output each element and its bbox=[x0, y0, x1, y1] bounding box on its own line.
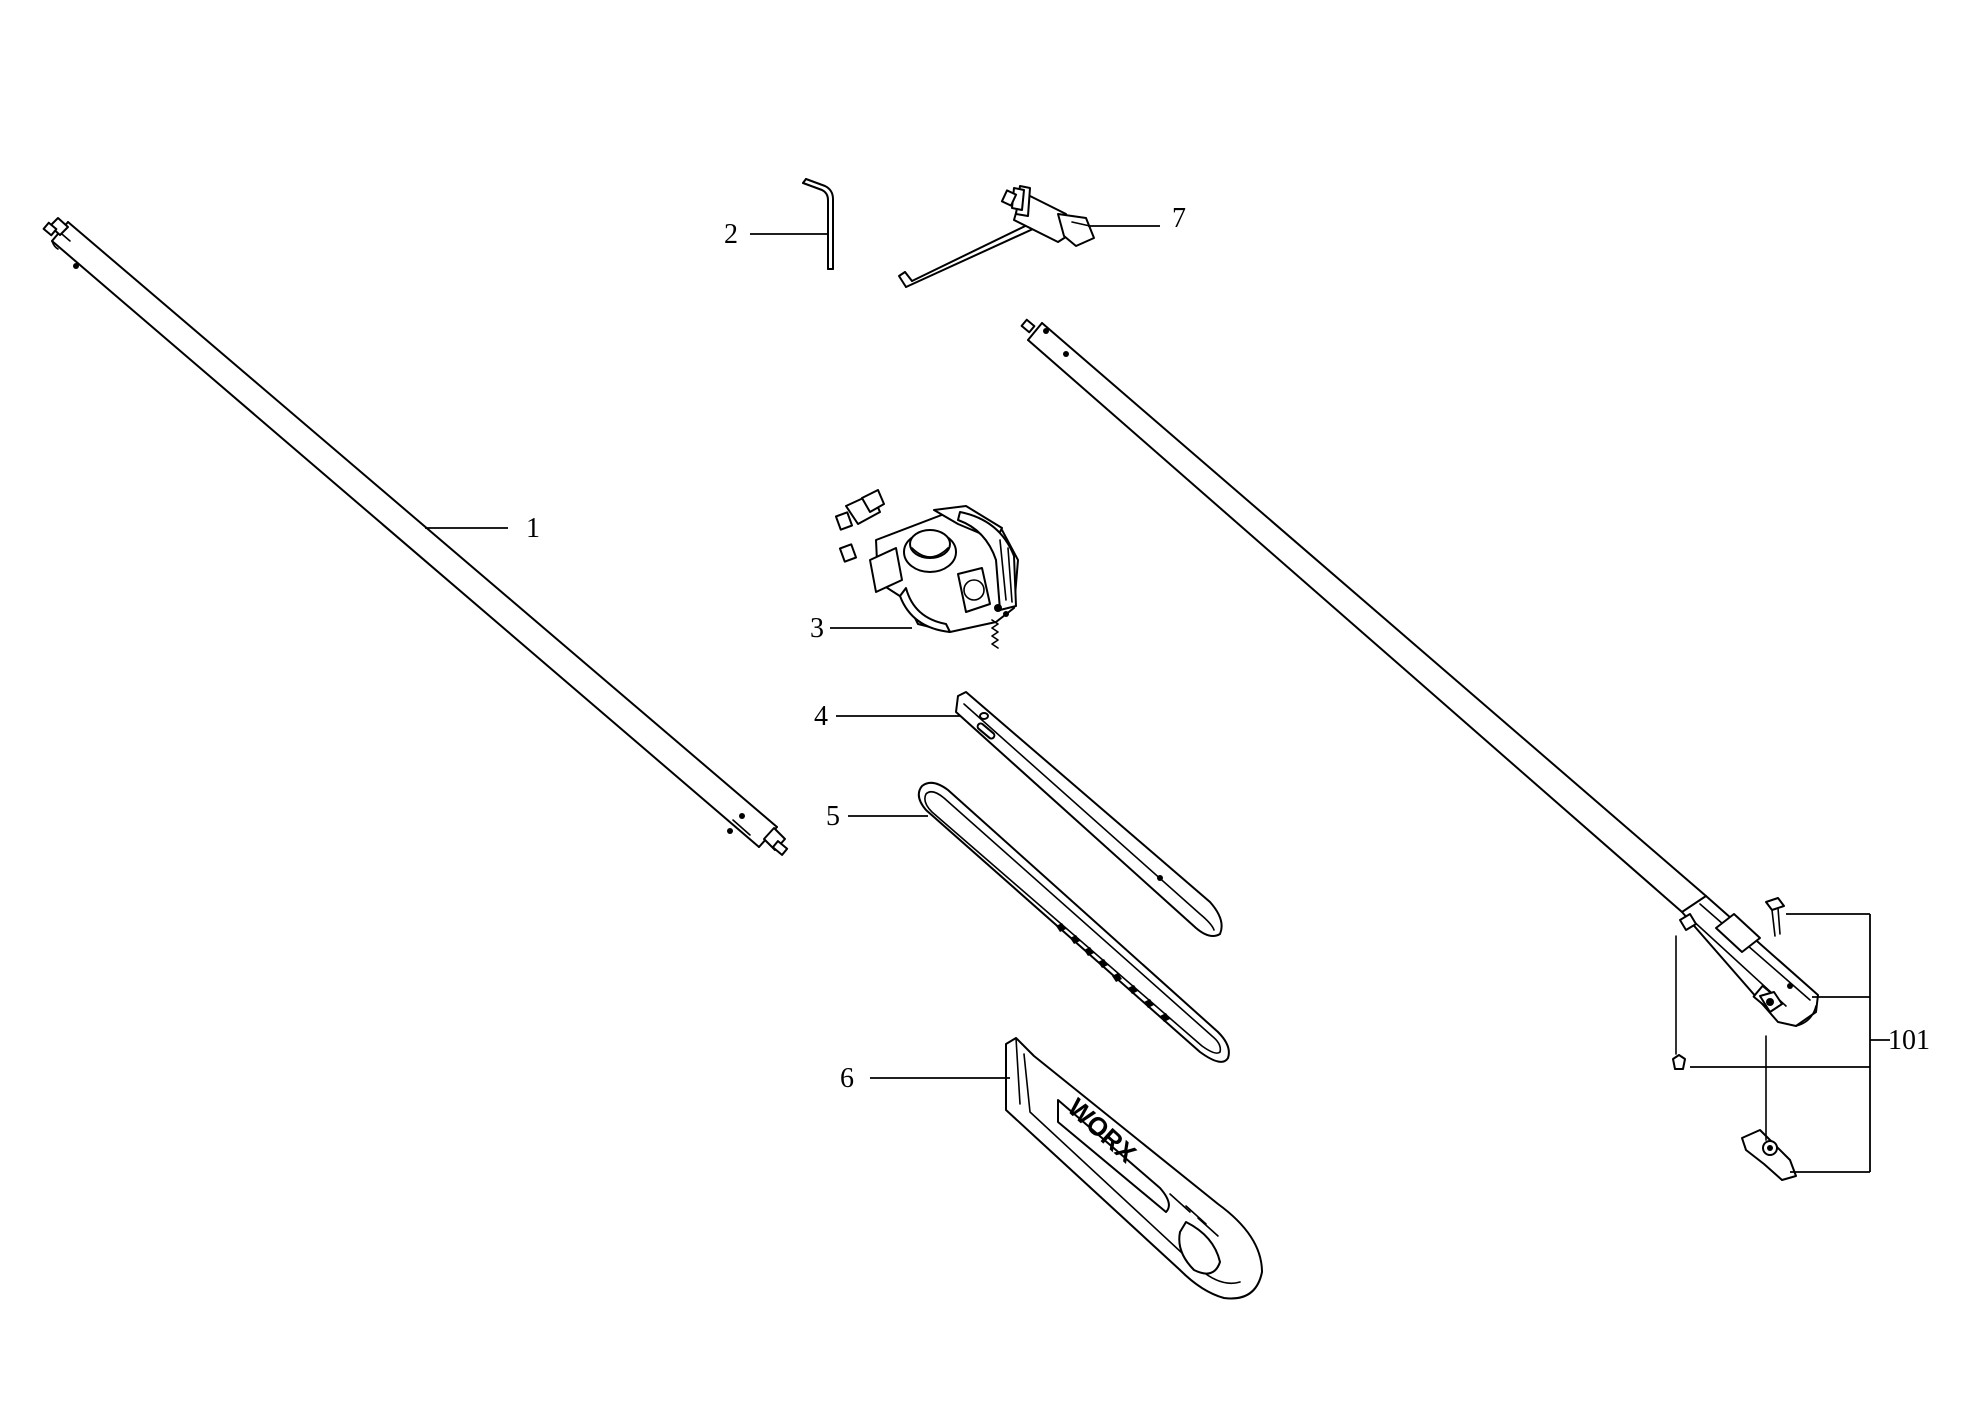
callout-part-1: 1 bbox=[526, 513, 540, 544]
callout-part-7: 7 bbox=[1172, 203, 1186, 234]
callout-part-2: 2 bbox=[724, 219, 738, 250]
saw-chain-teeth bbox=[1056, 923, 1170, 1022]
extension-pole-part-1 bbox=[42, 217, 789, 856]
saw-chain-part-5 bbox=[917, 781, 1230, 1063]
leader-part-101 bbox=[1690, 913, 1890, 1173]
callout-part-3: 3 bbox=[810, 613, 824, 644]
guide-bar-part-4 bbox=[955, 691, 1223, 937]
chainsaw-head-part-3 bbox=[834, 489, 1019, 649]
drive-pole-part-101 bbox=[1020, 318, 1819, 1181]
callout-part-5: 5 bbox=[826, 801, 840, 832]
combination-wrench-part-7 bbox=[898, 185, 1095, 288]
callout-part-6: 6 bbox=[840, 1063, 854, 1094]
callout-part-101: 101 bbox=[1888, 1025, 1930, 1056]
callout-part-4: 4 bbox=[814, 701, 828, 732]
bar-cover-part-6: WORX bbox=[1005, 1037, 1263, 1300]
hex-key-part-2 bbox=[802, 178, 834, 270]
